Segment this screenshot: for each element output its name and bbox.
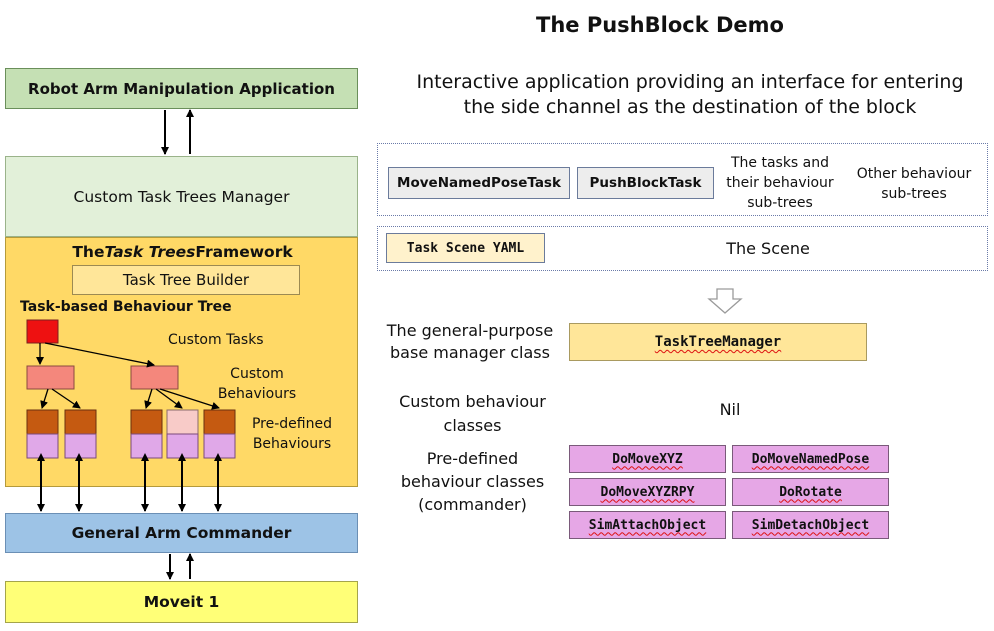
predefined-behaviours-line-2: Behaviours <box>252 436 332 452</box>
general-purpose-line-2: base manager class <box>390 343 550 362</box>
task-tree-builder-box: Task Tree Builder <box>72 265 300 295</box>
do-move-xyz-class-name: DoMoveXYZ <box>612 451 683 467</box>
general-arm-commander-box: General Arm Commander <box>5 513 358 553</box>
sim-detach-object-class-box: SimDetachObject <box>732 511 889 539</box>
do-move-named-pose-class-box: DoMoveNamedPose <box>732 445 889 473</box>
demo-description: Interactive application providing an int… <box>410 70 970 120</box>
description-line-2: the side channel as the destination of t… <box>463 96 917 118</box>
do-move-xyzrpy-class-name: DoMoveXYZRPY <box>600 484 695 500</box>
tasks-row: MoveNamedPoseTask PushBlockTask The task… <box>377 143 988 216</box>
predefined-classes-label: Pre-defined behaviour classes (commander… <box>390 447 555 516</box>
custom-tasks-label: Custom Tasks <box>168 332 264 348</box>
custom-behaviours-label: Custom Behaviours <box>212 364 302 404</box>
general-purpose-label: The general-purpose base manager class <box>380 320 560 364</box>
predefined-behaviours-label: Pre-defined Behaviours <box>242 414 342 454</box>
tasks-subtrees-line-2: their behaviour <box>726 175 834 191</box>
do-move-xyzrpy-class-box: DoMoveXYZRPY <box>569 478 726 506</box>
scene-label: The Scene <box>726 239 810 258</box>
predef-classes-line-1: Pre-defined <box>426 449 519 468</box>
task-tree-manager-class-box: TaskTreeManager <box>569 323 867 361</box>
task-scene-yaml-box: Task Scene YAML <box>386 233 545 263</box>
scene-row: Task Scene YAML The Scene <box>377 226 988 271</box>
do-move-named-pose-class-name: DoMoveNamedPose <box>751 451 870 467</box>
page-title: The PushBlock Demo <box>536 13 784 37</box>
framework-title: The Task Trees Framework <box>6 243 359 261</box>
task-trees-framework-box: The Task Trees Framework Task Tree Build… <box>5 237 358 487</box>
do-move-xyz-class-box: DoMoveXYZ <box>569 445 726 473</box>
behaviour-node-top-5 <box>203 409 236 435</box>
task-tree-manager-class-name: TaskTreeManager <box>654 334 782 350</box>
robot-arm-application-box: Robot Arm Manipulation Application <box>5 68 358 109</box>
predefined-behaviours-line-1: Pre-defined <box>251 416 332 432</box>
do-rotate-class-name: DoRotate <box>779 484 842 500</box>
do-rotate-class-box: DoRotate <box>732 478 889 506</box>
general-purpose-line-1: The general-purpose <box>386 321 554 340</box>
framework-title-emphasis: Task Trees <box>104 243 196 261</box>
custom-classes-line-1: Custom behaviour <box>399 392 546 411</box>
behaviour-node-bottom-1 <box>26 433 59 459</box>
behaviour-node-bottom-4 <box>166 433 199 459</box>
behaviour-node-top-4 <box>166 409 199 435</box>
custom-task-trees-manager-box: Custom Task Trees Manager <box>5 156 358 237</box>
root-task-node <box>26 319 59 344</box>
behaviour-node-bottom-5 <box>203 433 236 459</box>
custom-behaviours-line-2: Behaviours <box>217 386 297 402</box>
sim-attach-object-class-name: SimAttachObject <box>588 517 707 533</box>
behaviour-node-top-1 <box>26 409 59 435</box>
tasks-subtrees-line-1: The tasks and <box>730 155 830 171</box>
framework-title-pre: The <box>72 243 105 261</box>
tasks-subtrees-label: The tasks and their behaviour sub-trees <box>718 153 842 213</box>
behaviour-tree-title: Task-based Behaviour Tree <box>20 299 232 315</box>
other-subtrees-line-2: sub-trees <box>881 186 947 202</box>
custom-behaviour-node-2 <box>130 365 179 390</box>
framework-title-post: Framework <box>195 243 293 261</box>
nil-label: Nil <box>719 400 741 419</box>
behaviour-commander-arrows <box>37 453 222 512</box>
behaviour-node-top-3 <box>130 409 163 435</box>
description-line-1: Interactive application providing an int… <box>416 71 964 93</box>
custom-behaviour-node-1 <box>26 365 75 390</box>
move-named-pose-task-box: MoveNamedPoseTask <box>388 167 570 199</box>
tasks-subtrees-line-3: sub-trees <box>747 195 813 211</box>
behaviour-node-top-2 <box>64 409 97 435</box>
predef-classes-line-2: behaviour classes <box>400 472 545 491</box>
other-subtrees-label: Other behaviour sub-trees <box>848 164 980 204</box>
sim-detach-object-class-name: SimDetachObject <box>751 517 870 533</box>
sim-attach-object-class-box: SimAttachObject <box>569 511 726 539</box>
tree-edges <box>36 342 220 410</box>
other-subtrees-line-1: Other behaviour <box>856 166 972 182</box>
moveit-box: Moveit 1 <box>5 581 358 623</box>
behaviour-node-bottom-3 <box>130 433 163 459</box>
down-arrow-icon <box>707 288 743 314</box>
predef-classes-line-3: (commander) <box>418 495 527 514</box>
custom-behaviour-classes-label: Custom behaviour classes <box>390 390 555 438</box>
behaviour-node-bottom-2 <box>64 433 97 459</box>
push-block-task-box: PushBlockTask <box>577 167 714 199</box>
custom-classes-line-2: classes <box>443 416 502 435</box>
custom-behaviours-line-1: Custom <box>230 366 284 382</box>
